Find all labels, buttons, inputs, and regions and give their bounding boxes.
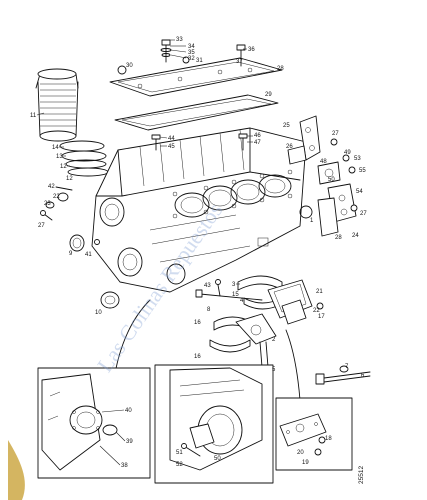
callout-8: 8 — [207, 307, 211, 313]
callout-29: 29 — [265, 92, 272, 98]
callout-18: 18 — [325, 436, 332, 442]
callout-42: 42 — [48, 184, 55, 190]
top-cover-gasket — [109, 57, 283, 131]
callout-49: 49 — [344, 150, 351, 156]
logo-mark — [8, 440, 25, 500]
callout-19: 19 — [302, 460, 309, 466]
callout-16b: 16 — [194, 354, 201, 360]
callout-52: 52 — [176, 462, 183, 468]
callout-3: 3 — [232, 282, 236, 288]
callout-5: 5 — [272, 367, 276, 373]
callout-12b: 12 — [66, 176, 73, 182]
callout-27r2: 27 — [360, 211, 367, 217]
callout-12: 12 — [60, 164, 67, 170]
callout-44: 44 — [168, 136, 175, 142]
callout-32: 32 — [188, 56, 195, 62]
cylinder-liner — [35, 68, 109, 177]
callout-43: 43 — [204, 283, 211, 289]
callout-15: 15 — [232, 292, 239, 298]
callout-13: 13 — [56, 154, 63, 160]
callout-51: 51 — [176, 450, 183, 456]
callout-28r: 28 — [335, 235, 342, 241]
callout-22r: 22 — [313, 308, 320, 314]
callout-20: 20 — [297, 450, 304, 456]
drawing-number: 25512 — [358, 466, 365, 484]
callout-9: 9 — [69, 251, 73, 257]
inset-left — [37, 367, 151, 479]
callout-22: 22 — [53, 194, 60, 200]
callout-16: 16 — [194, 320, 201, 326]
callout-27r: 27 — [332, 131, 339, 137]
callout-17: 17 — [318, 314, 325, 320]
callout-10: 10 — [95, 310, 102, 316]
callout-14: 14 — [52, 145, 59, 151]
callout-24: 24 — [352, 233, 359, 239]
callout-1: 1 — [310, 218, 314, 224]
callout-30: 30 — [126, 63, 133, 69]
callout-21: 21 — [316, 289, 323, 295]
callout-26: 26 — [286, 144, 293, 150]
callout-55: 55 — [359, 168, 366, 174]
callout-31: 31 — [196, 58, 203, 64]
callout-6: 6 — [361, 373, 365, 379]
callout-40: 40 — [125, 408, 132, 414]
callout-labels: 33 34 35 32 31 36 37 30 28 29 11 14 13 1… — [30, 37, 367, 469]
callout-46: 46 — [254, 133, 261, 139]
callout-39: 39 — [126, 439, 133, 445]
callout-45: 45 — [168, 144, 175, 150]
callout-50: 50 — [328, 177, 335, 183]
inset-right — [275, 397, 353, 471]
callout-36: 36 — [248, 47, 255, 53]
callout-23: 23 — [44, 201, 51, 207]
callout-25: 25 — [283, 123, 290, 129]
callout-38: 38 — [121, 463, 128, 469]
callout-2: 2 — [272, 337, 276, 343]
engine-block — [91, 127, 307, 293]
inset-center — [154, 364, 274, 484]
callout-37: 37 — [236, 59, 243, 65]
callout-35: 35 — [188, 50, 195, 56]
callout-41: 41 — [85, 252, 92, 258]
callout-47: 47 — [254, 140, 261, 146]
callout-50b: 50 — [214, 456, 221, 462]
callout-28: 28 — [277, 66, 284, 72]
callout-54: 54 — [356, 189, 363, 195]
callout-7: 7 — [345, 364, 349, 370]
callout-4: 4 — [240, 298, 244, 304]
oil-tube-right — [285, 329, 301, 401]
callout-11: 11 — [30, 113, 37, 119]
callout-53: 53 — [354, 156, 361, 162]
bearing-shells — [209, 275, 324, 393]
callout-27: 27 — [38, 223, 45, 229]
callout-34: 34 — [188, 44, 195, 50]
fasteners — [40, 39, 263, 309]
side-brackets — [287, 115, 358, 237]
callout-33: 33 — [176, 37, 183, 43]
long-bolt — [315, 365, 371, 385]
callout-48: 48 — [320, 159, 327, 165]
